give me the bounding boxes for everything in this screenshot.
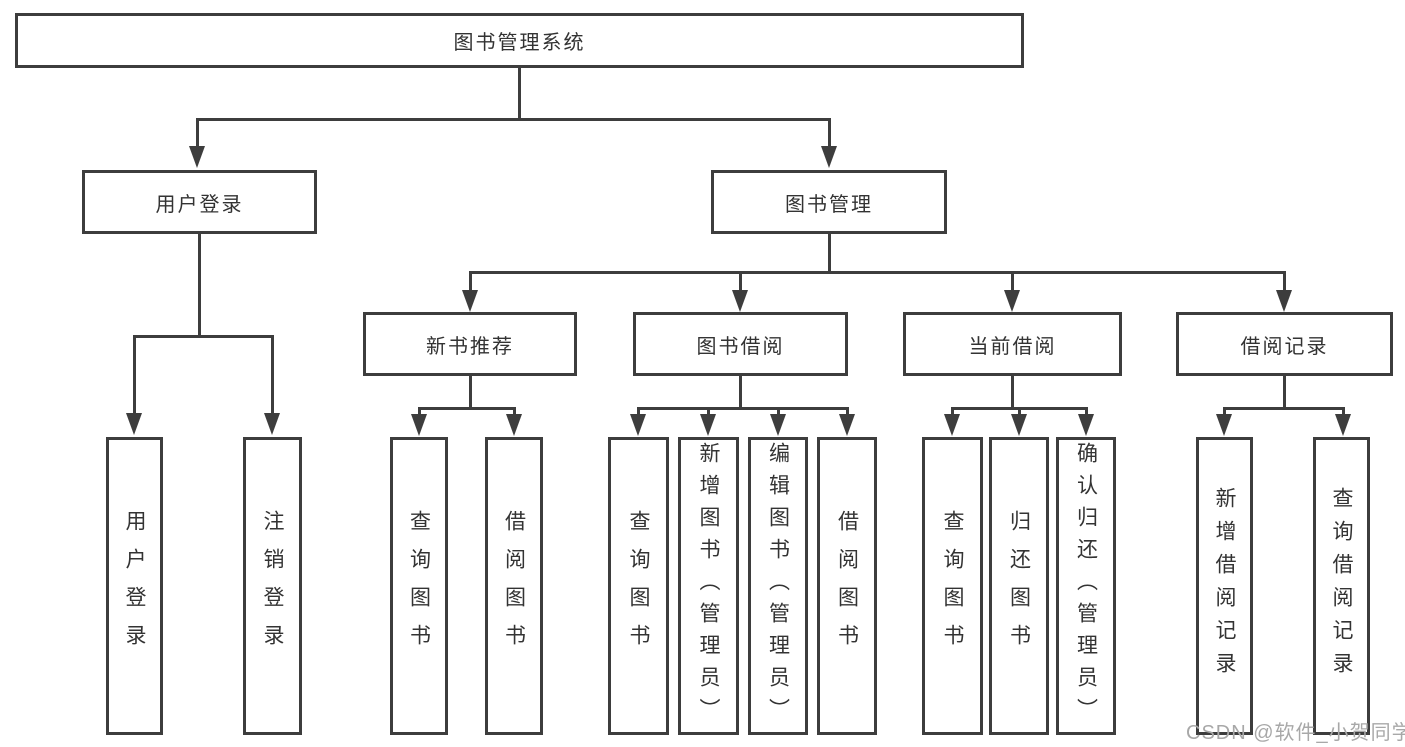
node-label: 查询图书: [407, 510, 431, 662]
arrowhead-icon: [821, 146, 837, 168]
arrowhead-icon: [630, 414, 646, 436]
leaf-add-books-admin: 新增图书（管理员）: [678, 437, 739, 735]
leaf-borrow-books-recommend: 借阅图书: [485, 437, 543, 735]
node-label: 查询图书: [627, 510, 650, 662]
connector-line: [707, 407, 710, 416]
leaf-confirm-return-admin: 确认归还（管理员）: [1056, 437, 1116, 735]
node-user-login: 用户登录: [82, 170, 317, 234]
node-library-management-system: 图书管理系统: [15, 13, 1024, 68]
leaf-edit-books-admin: 编辑图书（管理员）: [748, 437, 808, 735]
watermark-text: CSDN @软件_小贺同学: [1186, 722, 1405, 744]
connector-line: [518, 68, 521, 120]
arrowhead-icon: [462, 290, 478, 312]
node-label: 新增图书（管理员）: [697, 442, 720, 730]
arrowhead-icon: [189, 146, 205, 168]
connector-line: [513, 407, 516, 416]
node-borrowing-records: 借阅记录: [1176, 312, 1393, 376]
leaf-return-books: 归还图书: [989, 437, 1049, 735]
connector-line: [418, 407, 421, 416]
arrowhead-icon: [264, 413, 280, 435]
connector-line: [1283, 271, 1286, 292]
leaf-logout: 注销登录: [243, 437, 302, 735]
node-book-borrowing: 图书借阅: [633, 312, 848, 376]
connector-line: [637, 407, 640, 416]
node-label: 归还图书: [1007, 510, 1031, 662]
connector-line: [469, 271, 472, 292]
connector-line: [1011, 271, 1014, 292]
arrowhead-icon: [1004, 290, 1020, 312]
connector-line: [418, 407, 516, 410]
node-label: 图书借阅: [696, 335, 785, 358]
arrowhead-icon: [1276, 290, 1292, 312]
connector-line: [777, 407, 780, 416]
connector-line: [1018, 407, 1021, 416]
arrowhead-icon: [1078, 414, 1094, 436]
arrowhead-icon: [1216, 414, 1232, 436]
connector-line: [828, 118, 831, 148]
connector-line: [1011, 376, 1014, 409]
connector-line: [739, 271, 742, 292]
leaf-query-books-current: 查询图书: [922, 437, 983, 735]
connector-line: [133, 335, 274, 338]
node-label: 图书管理系统: [453, 32, 586, 54]
connector-line: [637, 407, 848, 410]
arrowhead-icon: [506, 414, 522, 436]
node-label: 新书推荐: [426, 335, 514, 358]
connector-line: [196, 118, 199, 148]
leaf-add-borrow-record: 新增借阅记录: [1196, 437, 1253, 735]
node-label: 查询图书: [941, 510, 964, 662]
leaf-user-login: 用户登录: [106, 437, 163, 735]
connector-line: [1223, 407, 1226, 416]
node-current-borrowing: 当前借阅: [903, 312, 1122, 376]
arrowhead-icon: [1335, 414, 1351, 436]
leaf-query-borrow-record: 查询借阅记录: [1313, 437, 1370, 735]
arrowhead-icon: [732, 290, 748, 312]
connector-line: [1342, 407, 1345, 416]
connector-line: [846, 407, 849, 416]
node-new-book-recommendation: 新书推荐: [363, 312, 577, 376]
node-label: 查询借阅记录: [1330, 487, 1353, 685]
node-label: 用户登录: [123, 510, 146, 662]
connector-line: [133, 335, 136, 415]
node-label: 编辑图书（管理员）: [766, 442, 790, 730]
leaf-borrow-books: 借阅图书: [817, 437, 877, 735]
node-label: 借阅记录: [1240, 335, 1329, 358]
connector-line: [469, 376, 472, 409]
connector-line: [1085, 407, 1088, 416]
node-label: 注销登录: [261, 510, 284, 662]
node-label: 新增借阅记录: [1213, 487, 1236, 685]
arrowhead-icon: [944, 414, 960, 436]
leaf-query-books-borrowing: 查询图书: [608, 437, 669, 735]
node-label: 借阅图书: [835, 510, 859, 662]
connector-line: [828, 234, 831, 273]
leaf-query-books-recommend: 查询图书: [390, 437, 448, 735]
arrowhead-icon: [839, 414, 855, 436]
node-label: 图书管理: [785, 193, 873, 216]
arrowhead-icon: [700, 414, 716, 436]
node-label: 确认归还（管理员）: [1074, 442, 1098, 730]
connector-line: [739, 376, 742, 409]
connector-line: [1283, 376, 1286, 409]
connector-line: [196, 118, 831, 121]
arrowhead-icon: [411, 414, 427, 436]
connector-line: [951, 407, 954, 416]
arrowhead-icon: [126, 413, 142, 435]
arrowhead-icon: [1011, 414, 1027, 436]
node-label: 用户登录: [155, 193, 244, 216]
connector-line: [1223, 407, 1344, 410]
node-label: 当前借阅: [968, 335, 1057, 358]
node-label: 借阅图书: [502, 510, 526, 662]
node-book-management: 图书管理: [711, 170, 947, 234]
arrowhead-icon: [770, 414, 786, 436]
connector-line: [469, 271, 1286, 274]
connector-line: [271, 335, 274, 415]
connector-line: [198, 234, 201, 337]
